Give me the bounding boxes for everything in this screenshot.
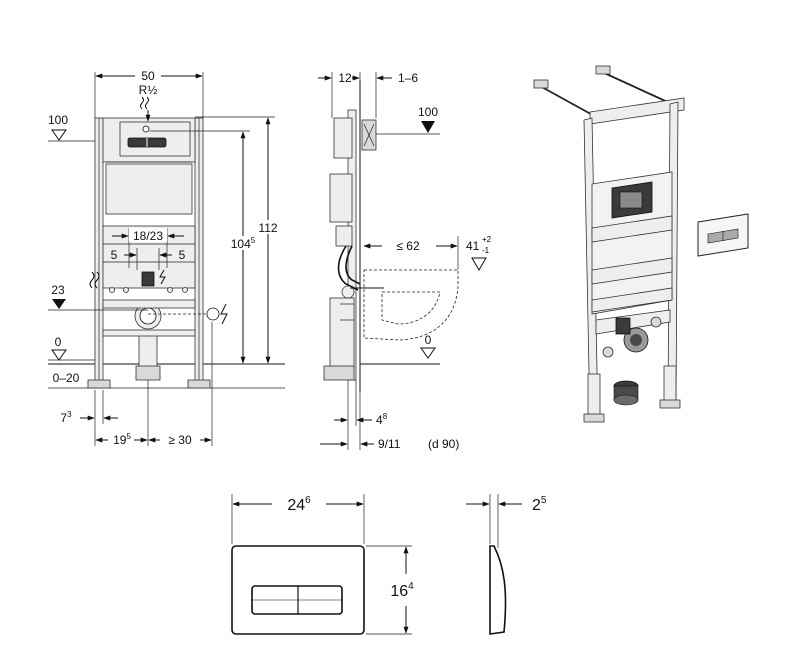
projection-label: ≤ 62: [396, 239, 420, 253]
offset-left-label: 5: [111, 248, 118, 262]
tol-plus-label: +2: [482, 235, 492, 244]
plate-height-label: 164: [390, 581, 414, 600]
level-23-label: 23: [51, 283, 65, 297]
side-top-level-label: 100: [418, 105, 438, 119]
bottom-right-label: ≥ 30: [168, 433, 192, 447]
front-view: 50 R½ 100 112 1045 18/23 5 5: [48, 68, 285, 447]
side-view: 12 1–6 100 ≤ 62 41 +2 -1 0 48 9/11 (d 90…: [318, 71, 492, 451]
front-width-label: 50: [141, 69, 155, 83]
plate-width-label: 246: [287, 495, 311, 514]
tol-minus-label: -1: [482, 246, 490, 255]
bottom-left-label: 73: [60, 410, 72, 425]
side-small-depth-label: 48: [376, 412, 388, 427]
thread-label: R½: [139, 83, 158, 97]
side-depth-range-label: 1–6: [398, 71, 418, 85]
total-height-label: 112: [258, 221, 277, 235]
spacing-label: 18/23: [133, 229, 163, 243]
bottom-mid-label: 195: [113, 432, 131, 447]
side-height-label: 41: [466, 239, 480, 253]
front-top-level-label: 100: [48, 113, 68, 127]
floor-range-label: 0–20: [53, 371, 80, 385]
front-level-0-label: 0: [55, 335, 62, 349]
plate-front-view: 246 164: [231, 494, 414, 635]
side-bottom-note-label: (d 90): [428, 437, 459, 451]
offset-right-label: 5: [179, 248, 186, 262]
product-illustration: [533, 65, 749, 423]
side-bottom-dim-label: 9/11: [378, 437, 401, 451]
plate-thickness-label: 25: [532, 495, 547, 514]
side-depth-12-label: 12: [338, 71, 352, 85]
plate-side-view: 25: [466, 494, 547, 635]
side-level-0-label: 0: [425, 333, 432, 347]
height-1045-label: 1045: [231, 236, 256, 251]
